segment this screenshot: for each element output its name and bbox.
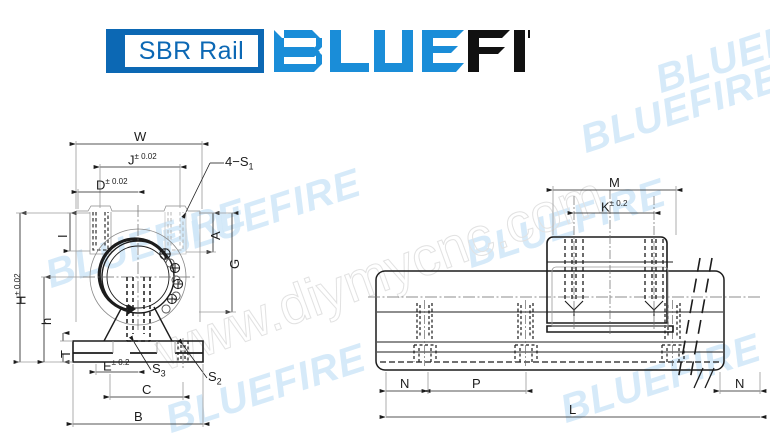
dim-label-H-tol: ± 0.02 — [13, 273, 22, 296]
dim-label-h: h — [39, 317, 54, 325]
dim-N-right — [713, 372, 767, 394]
bluefire-logo-r-glyph — [468, 30, 512, 72]
dim-label-K: K± 0.2 — [601, 199, 628, 215]
dim-N-left — [379, 372, 431, 416]
dim-label-T: T — [58, 350, 73, 358]
leader-S3 — [128, 335, 152, 371]
dim-label-S3-text: S — [152, 361, 161, 376]
dim-label-H: H± 0.02 — [13, 273, 29, 305]
dim-h — [37, 275, 83, 364]
dim-label-I: I — [55, 234, 70, 238]
dim-label-E: E± 0.2 — [103, 358, 130, 374]
dim-G — [199, 211, 239, 314]
sbr-rail-badge-inner: SBR Rail — [122, 32, 261, 70]
dim-label-D-text: D — [96, 177, 106, 193]
dim-label-4S1-sub: 1 — [248, 161, 254, 172]
dim-label-S2: S2 — [208, 370, 222, 387]
dim-label-A: A — [208, 231, 223, 240]
dim-label-W: W — [134, 129, 147, 144]
dim-label-4S1: 4−S1 — [225, 155, 254, 172]
dim-label-E-tol: ± 0.2 — [111, 358, 130, 367]
dim-I — [63, 211, 90, 253]
dim-label-S3-sub: 3 — [160, 368, 166, 379]
dim-D — [71, 189, 145, 209]
dim-P — [421, 372, 533, 394]
dim-E — [89, 364, 145, 375]
dim-label-J-text: J — [128, 152, 135, 168]
dim-label-N-left: N — [400, 376, 410, 391]
dim-label-L: L — [569, 402, 577, 417]
dim-label-E-text: E — [103, 358, 112, 374]
dim-label-B: B — [134, 409, 143, 424]
dim-M — [546, 186, 683, 235]
dim-label-D-tol: ± 0.02 — [105, 177, 128, 186]
dim-label-4S1-text: 4−S — [225, 154, 249, 169]
left-cross-section-drawing — [13, 141, 239, 427]
dim-label-K-text: K — [601, 199, 610, 215]
dim-label-S2-sub: 2 — [216, 376, 222, 387]
header: SBR Rail — [0, 0, 770, 95]
bluefire-logo-blue-part — [274, 30, 464, 72]
right-rail-assembly-drawing — [368, 186, 767, 419]
dim-label-N-right: N — [735, 376, 745, 391]
dim-J — [93, 164, 187, 208]
dim-label-H-text: H — [13, 295, 29, 305]
dim-B — [66, 364, 210, 427]
leader-4S1 — [181, 162, 224, 219]
dim-W — [69, 141, 209, 209]
bluefire-logo-black-part — [468, 30, 530, 72]
dim-label-D: D± 0.02 — [96, 177, 128, 193]
dim-label-C: C — [142, 382, 152, 397]
dim-label-P: P — [472, 376, 481, 391]
dim-T — [60, 331, 73, 364]
dim-label-K-tol: ± 0.2 — [609, 199, 628, 208]
dim-label-J-tol: ± 0.02 — [134, 152, 157, 161]
dim-label-S2-text: S — [208, 369, 217, 384]
sbr-rail-badge-label: SBR Rail — [138, 36, 245, 65]
dim-label-S3: S3 — [152, 362, 166, 379]
dim-C — [103, 374, 190, 400]
dim-label-J: J± 0.02 — [128, 152, 157, 168]
dim-label-G: G — [227, 258, 242, 269]
dim-label-M: M — [609, 175, 620, 190]
sbr-rail-badge: SBR Rail — [106, 29, 264, 73]
bluefire-logo — [274, 30, 530, 72]
